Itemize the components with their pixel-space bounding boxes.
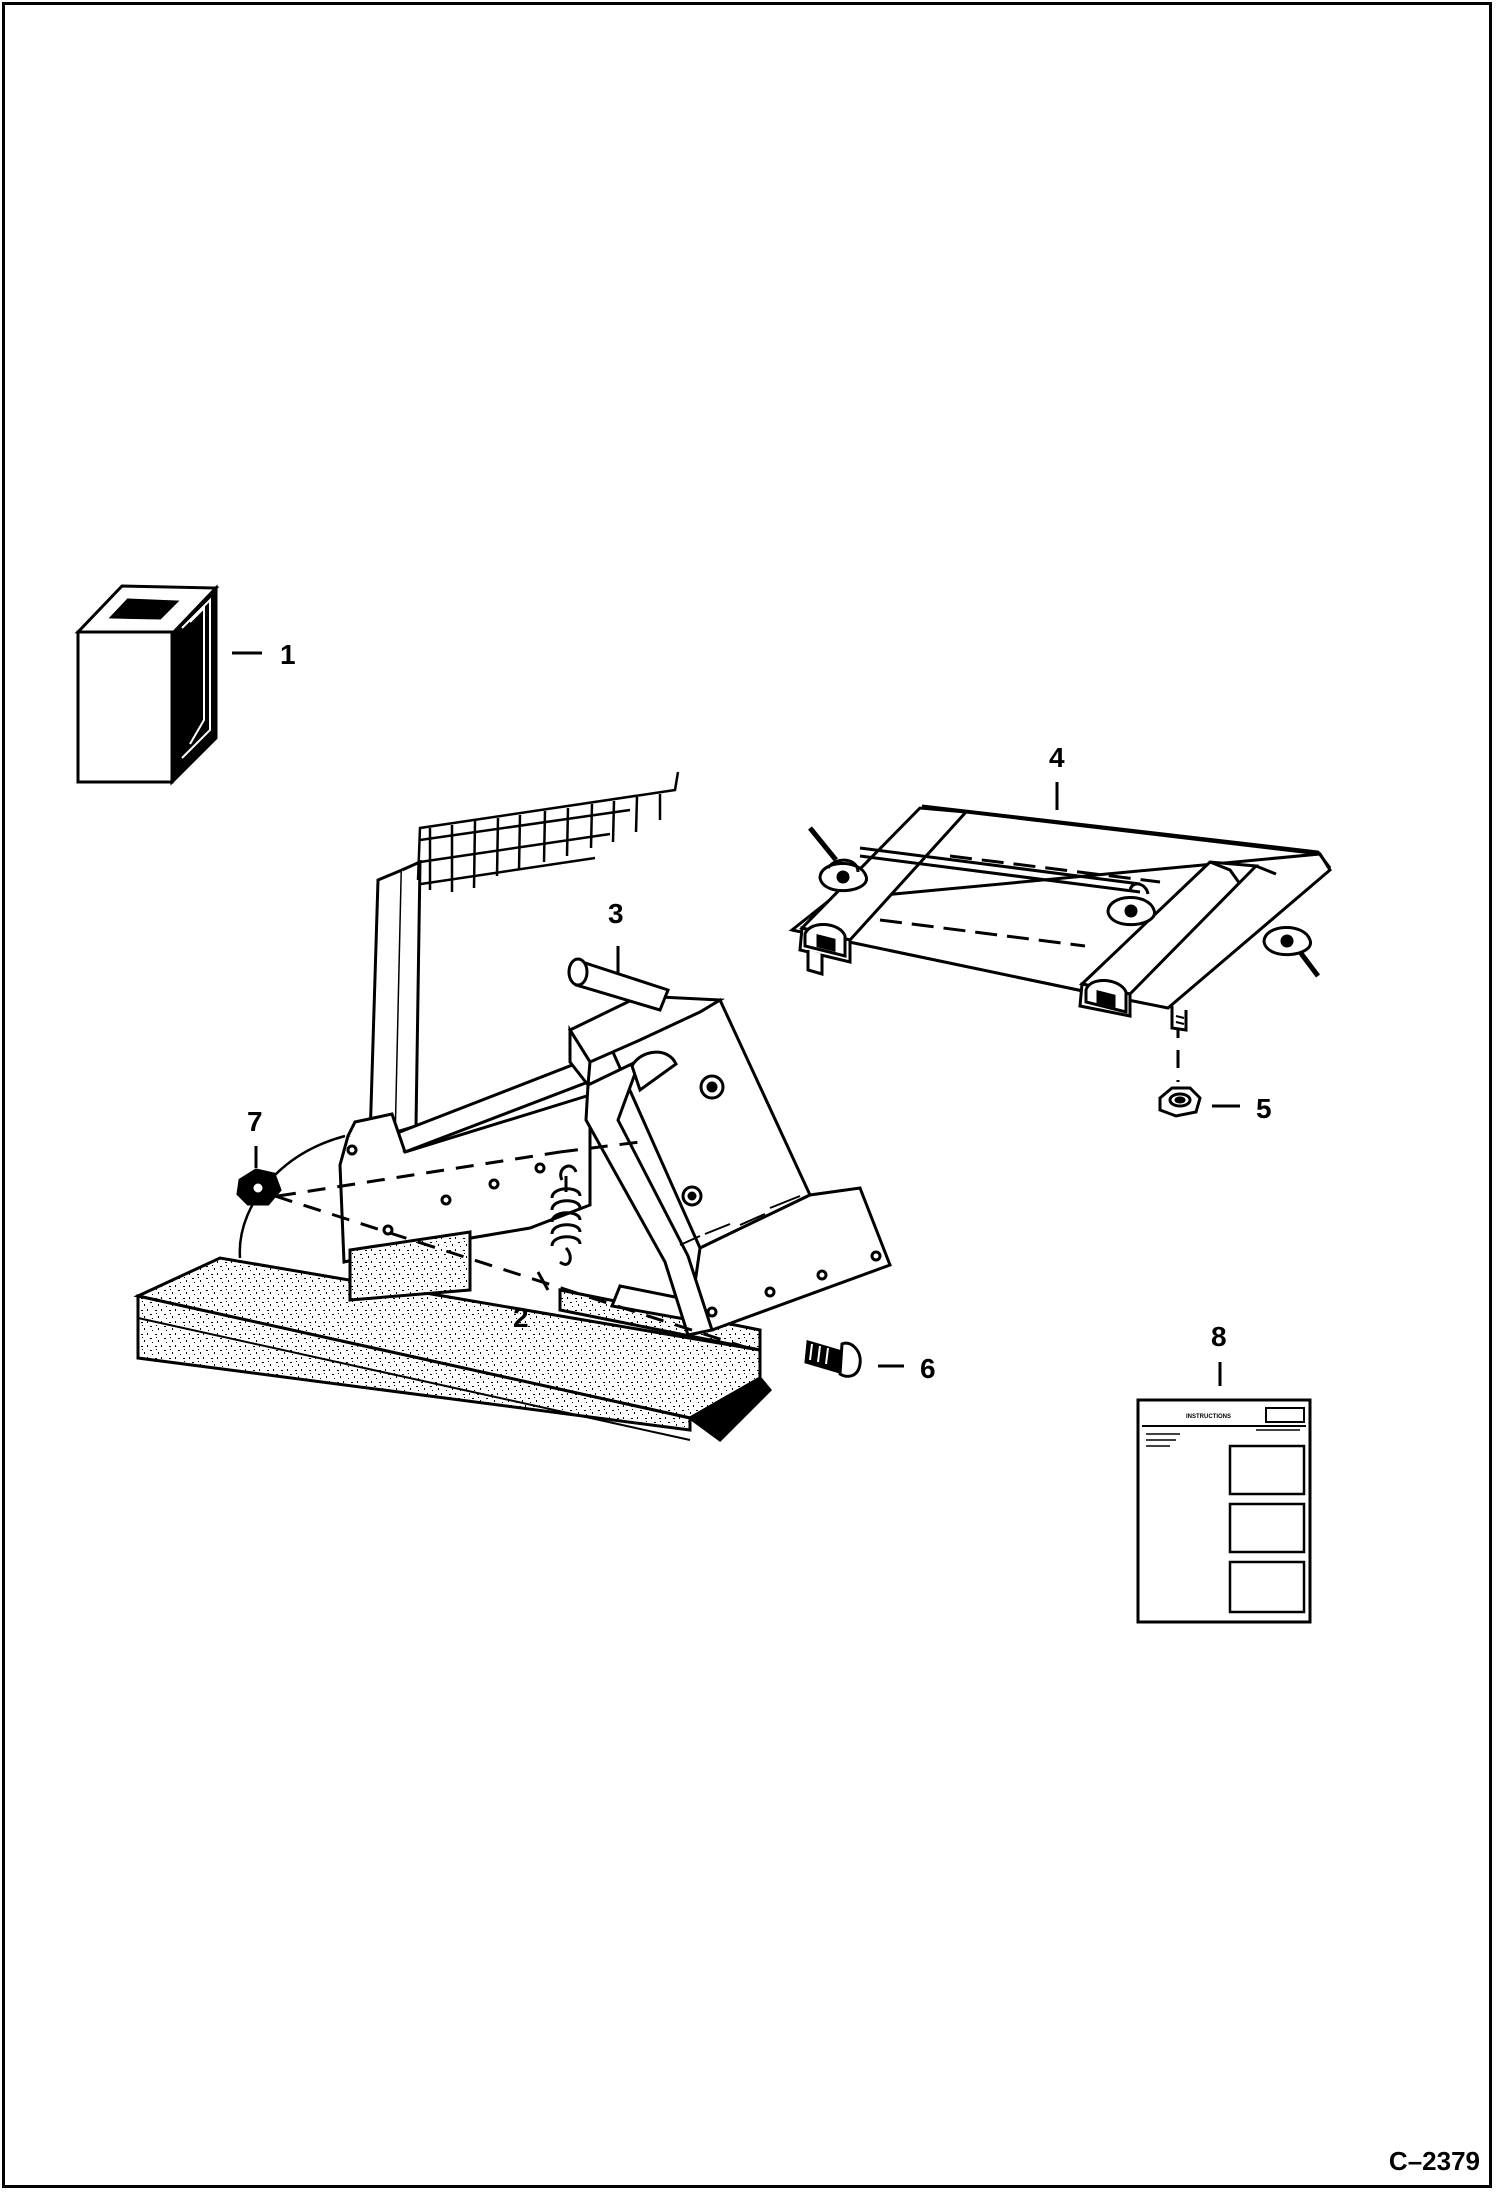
instruction-sheet-icon xyxy=(1136,1398,1312,1624)
callout-1: 1 xyxy=(280,639,296,670)
callout-2: 2 xyxy=(513,1302,529,1333)
lock-nut-icon xyxy=(236,1168,282,1206)
callout-6: 6 xyxy=(920,1353,936,1384)
figure-reference: C–2379 xyxy=(1389,2146,1480,2176)
nut-icon xyxy=(1158,1086,1202,1118)
instruction-sheet-heading: INSTRUCTIONS xyxy=(1186,1414,1231,1420)
decal-kit-icon xyxy=(74,584,220,786)
callout-4: 4 xyxy=(1049,742,1065,773)
callout-8: 8 xyxy=(1211,1321,1227,1352)
lever-bracket-icon xyxy=(567,957,892,1337)
seat-rail-kit-icon xyxy=(788,804,1332,1032)
callout-5: 5 xyxy=(1256,1093,1272,1124)
bolt-icon xyxy=(804,1340,862,1378)
spring-icon xyxy=(550,1164,582,1266)
bracket-holes xyxy=(346,1144,546,1236)
callout-3: 3 xyxy=(608,898,624,929)
callout-7: 7 xyxy=(247,1106,263,1137)
